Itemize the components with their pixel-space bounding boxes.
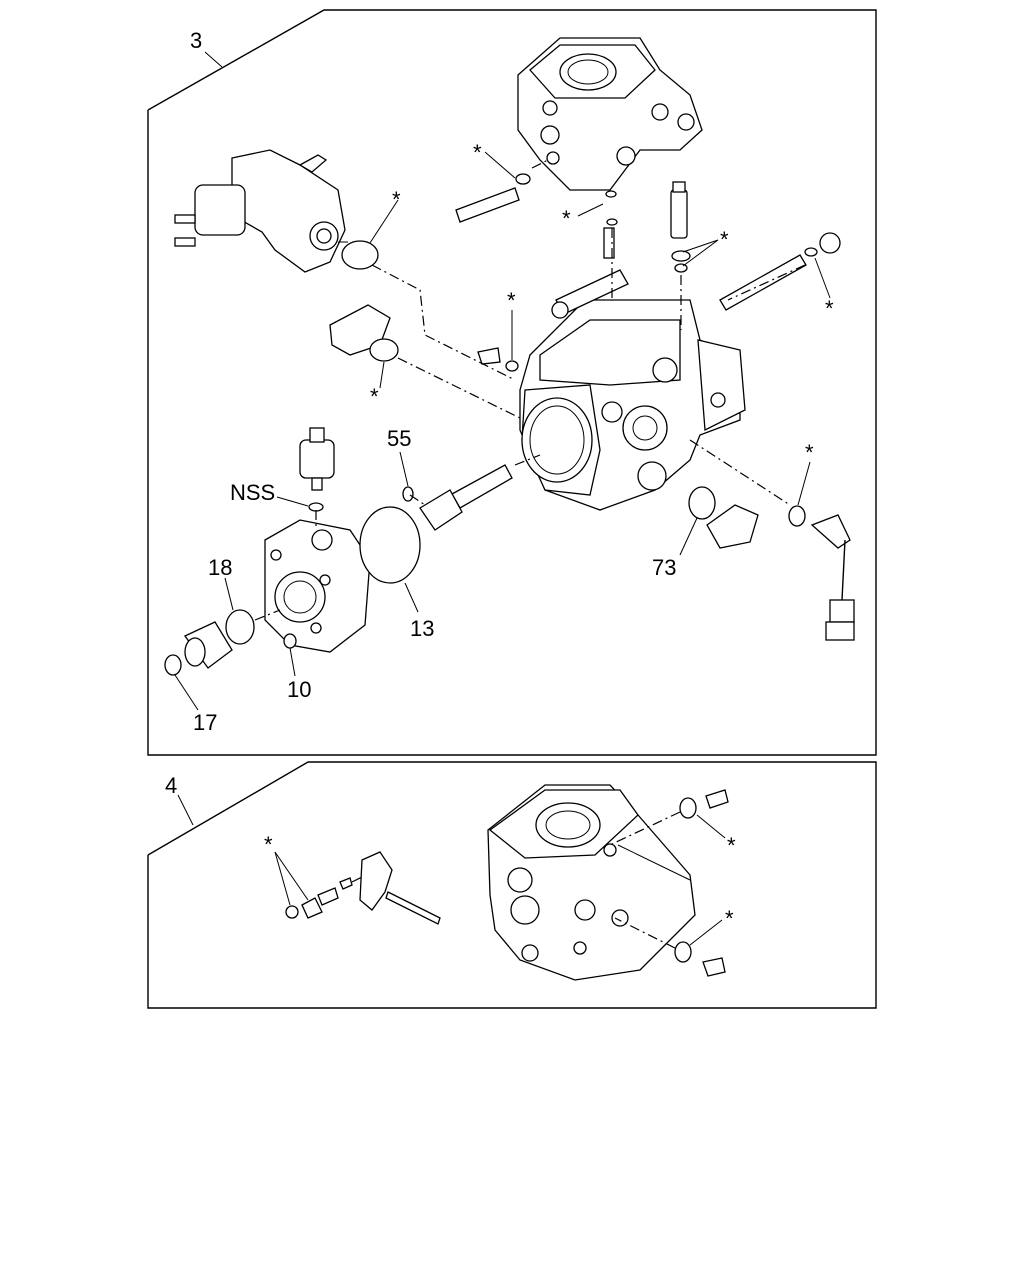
washer-10	[283, 633, 297, 649]
o-ring-73	[688, 486, 716, 520]
asterisk-10: *	[727, 833, 736, 858]
panel-3-leader	[204, 51, 223, 68]
asterisk-11: *	[725, 906, 734, 931]
lower-housing	[487, 784, 696, 981]
valve-shaft	[402, 464, 513, 531]
center-lines	[254, 159, 806, 621]
upper-housing	[517, 37, 703, 191]
asterisk-3: *	[562, 206, 571, 231]
o-ring-18	[225, 609, 255, 645]
pump-body	[264, 519, 371, 653]
center-lines-4	[351, 811, 681, 949]
panel-4-leader	[177, 794, 194, 826]
o-ring-b	[369, 338, 399, 362]
washer-small	[505, 360, 519, 372]
washer-17	[164, 654, 182, 676]
main-body	[519, 299, 746, 511]
panel-4: 4	[147, 761, 877, 1009]
callout-17: 17	[193, 710, 217, 735]
adjust-rod	[719, 232, 841, 311]
callout-13: 13	[410, 616, 434, 641]
callout-73: 73	[652, 555, 676, 580]
o-ring-c	[788, 505, 806, 527]
lower-small-parts	[285, 851, 441, 925]
screw-assembly	[551, 190, 629, 319]
asterisk-4: *	[720, 227, 729, 252]
sensor-top	[670, 181, 691, 273]
actuator	[174, 149, 348, 273]
asterisk-2: *	[392, 187, 401, 212]
o-ring-a	[341, 240, 379, 270]
asterisk-5: *	[825, 296, 834, 321]
panel-4-number: 4	[165, 773, 177, 798]
gasket-b	[706, 504, 759, 549]
cap-plug	[184, 621, 233, 669]
o-ring-13	[359, 506, 421, 584]
callouts-4: * * *	[264, 814, 736, 946]
lower-bolts	[674, 789, 729, 977]
panel-3-frame	[147, 9, 877, 756]
asterisk-1: *	[473, 140, 482, 165]
asterisk-6: *	[507, 288, 516, 313]
callouts-3: * * * * * * * * 55 NSS 18 13 10	[174, 140, 834, 735]
asterisk-8: *	[805, 440, 814, 465]
panel-3-number: 3	[190, 28, 202, 53]
small-screw	[477, 347, 501, 365]
bolt-upper	[455, 173, 531, 223]
callout-nss: NSS	[230, 480, 275, 505]
sensor-connector	[810, 514, 855, 641]
callout-55: 55	[387, 426, 411, 451]
callout-10: 10	[287, 677, 311, 702]
panel-4-frame	[147, 761, 877, 1009]
asterisk-7: *	[370, 384, 379, 409]
callout-18: 18	[208, 555, 232, 580]
panel-3: 3	[147, 9, 877, 756]
solenoid	[299, 427, 335, 512]
asterisk-9: *	[264, 832, 273, 857]
